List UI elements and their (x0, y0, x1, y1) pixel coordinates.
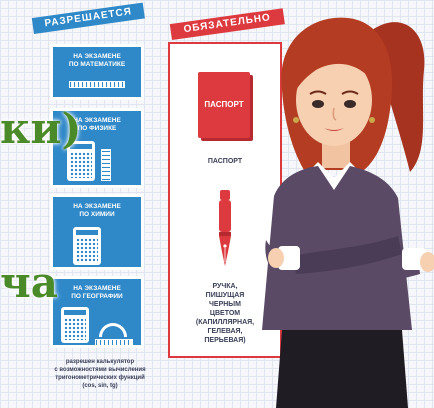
allowed-panel-geography: НА ЭКЗАМЕНЕ ПО ГЕОГРАФИИ (50, 276, 144, 348)
ruler-icon (69, 81, 125, 88)
calculator-note: разрешен калькулятор с возможностями выч… (54, 359, 146, 389)
pen-caption: РУЧКА, ПИШУЩАЯ ЧЕРНЫМ ЦВЕТОМ (КАПИЛЛЯРНА… (195, 283, 255, 344)
ruler-icon (95, 339, 133, 346)
overlay-text-fragment: ча (0, 258, 58, 307)
allowed-panel-math: НА ЭКЗАМЕНЕ ПО МАТЕМАТИКЕ (50, 44, 144, 100)
overlay-text-fragment: ки) (0, 104, 82, 153)
panel-caption: НА ЭКЗАМЕНЕ ПО ХИМИИ (73, 203, 121, 218)
allowed-panel-chemistry: НА ЭКЗАМЕНЕ ПО ХИМИИ (50, 194, 144, 270)
calculator-icon (67, 141, 95, 181)
panel-caption: НА ЭКЗАМЕНЕ ПО МАТЕМАТИКЕ (68, 53, 126, 68)
ruler-icon (101, 149, 111, 181)
allowed-panel-physics: НА ЭКЗАМЕНЕ ПО ФИЗИКЕ (50, 108, 144, 188)
passport-caption: ПАСПОРТ (207, 158, 243, 165)
calculator-icon (73, 227, 101, 265)
panel-caption: НА ЭКЗАМЕНЕ ПО ГЕОГРАФИИ (71, 285, 123, 300)
calculator-icon (61, 307, 89, 343)
protractor-icon (99, 323, 127, 337)
passport-icon: ПАСПОРТ (198, 72, 250, 138)
panel-caption: НА ЭКЗАМЕНЕ ПО ФИЗИКЕ (73, 117, 121, 132)
allowed-banner: РАЗРЕШАЕТСЯ (31, 2, 145, 35)
passport-label: ПАСПОРТ (204, 100, 244, 109)
teacher-illustration (262, 17, 434, 408)
fountain-pen-icon (219, 190, 231, 266)
